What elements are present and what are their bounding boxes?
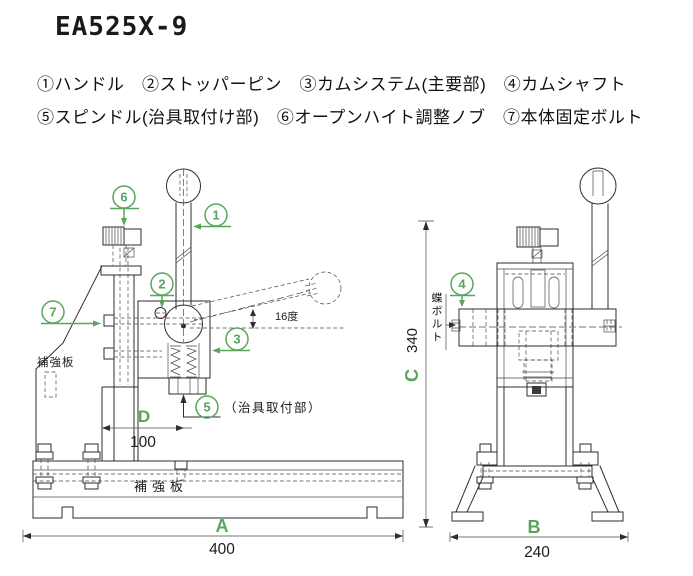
front-body [137, 300, 211, 379]
dim-A: A 400 [22, 516, 404, 558]
dim-B-letter: B [528, 517, 541, 537]
front-spindle: （治具取付部） [168, 377, 322, 418]
dim-D: D 100 [102, 407, 192, 451]
guide-slot [548, 276, 560, 309]
callout-2-stopper-pin: 2 [150, 272, 174, 308]
guide-slot [512, 276, 524, 309]
rotated-handle: 16度 [189, 271, 345, 329]
dim-B-value: 240 [524, 544, 550, 561]
front-column: 補強板 [35, 226, 203, 462]
dim-C-value: 340 [404, 328, 421, 353]
side-base [451, 443, 624, 522]
base-center-bolt [174, 460, 188, 481]
spindle-shaft [530, 269, 546, 308]
callout-6-open-height-knob: 6 [110, 185, 139, 226]
handle-ball-rotated [308, 271, 342, 305]
dim-D-letter: D [138, 407, 150, 426]
front-base-plate: 補強板 [32, 443, 404, 519]
column-bolt [103, 345, 162, 362]
legend-line-1: ①ハンドル ②ストッパーピン ③カムシステム(主要部) ④カムシャフト [37, 75, 627, 94]
wing-bolt-label: 蝶ボルト [430, 292, 442, 344]
dim-C-letter: C [402, 369, 422, 382]
dim-B: B 240 [449, 517, 629, 561]
callout-number: 3 [233, 332, 240, 347]
callout-7-body-fixing-bolt: 7 [41, 300, 101, 327]
legend-line-2: ⑤スピンドル(治具取付け部) ⑥オープンハイト調整ノブ ⑦本体固定ボルト [37, 108, 643, 127]
callout-number: 5 [203, 400, 210, 415]
dim-A-value: 400 [209, 541, 235, 558]
callout-3-cam-system: 3 [212, 327, 250, 354]
dim-D-value: 100 [130, 434, 156, 451]
callout-1-handle: 1 [193, 203, 231, 230]
body-fixing-bolt [103, 312, 203, 329]
side-handle [579, 167, 617, 310]
callout-4-cam-shaft: 4 [450, 272, 475, 307]
anchor-bolt [35, 443, 54, 490]
front-handle [166, 168, 201, 342]
drawing-title: EA525X-9 [55, 12, 189, 42]
callout-number: 6 [120, 190, 127, 205]
jig-mount-note: （治具取付部） [224, 400, 322, 415]
callout-number: 7 [49, 305, 56, 320]
base-plate-label: 補強板 [134, 479, 188, 494]
side-body [496, 262, 574, 467]
callout-number: 1 [212, 208, 219, 223]
dim-A-letter: A [216, 516, 229, 536]
callout-5-spindle: 5 [195, 395, 219, 419]
callout-number: 4 [458, 277, 466, 292]
upper-plate-label: 補強板 [37, 355, 75, 369]
anchor-bolt [82, 443, 101, 490]
cam-shaft [445, 294, 622, 350]
front-view: 補強板 [22, 168, 404, 558]
side-view: 340 C [402, 167, 629, 561]
handle-ball [579, 167, 617, 205]
spindle-springs [167, 343, 200, 378]
dim-C: 340 C [402, 220, 434, 528]
angle-label: 16度 [275, 309, 298, 323]
callout-number: 2 [158, 277, 165, 292]
side-knob [516, 226, 559, 263]
upper-plate-hidden-edge [44, 371, 57, 398]
stopper-pin [154, 307, 167, 319]
open-height-knob [102, 226, 142, 266]
